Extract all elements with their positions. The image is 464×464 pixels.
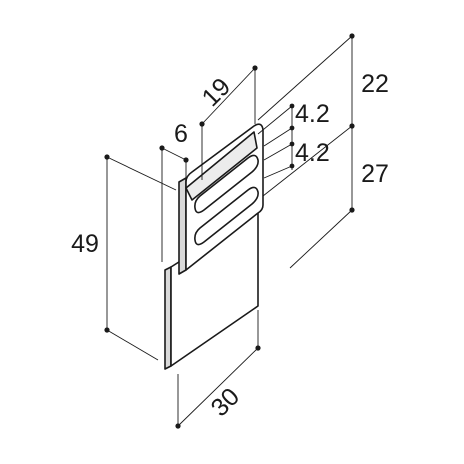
dim-30-line	[177, 347, 259, 427]
lower-plate-side	[164, 266, 172, 370]
dim-label-19: 19	[197, 73, 236, 112]
dim-19-line	[201, 67, 256, 125]
dim-6-line	[161, 147, 187, 161]
dim-label-30: 30	[206, 383, 245, 422]
slot-lower	[194, 186, 259, 246]
upper-tab	[185, 131, 258, 201]
slot-upper	[194, 154, 259, 214]
dim-label-4-2-upper: 4.2	[295, 100, 330, 128]
dimension-lines	[104, 33, 355, 429]
bracket-part	[164, 123, 264, 370]
dim-label-49: 49	[71, 230, 99, 258]
dim-label-4-2-lower: 4.2	[295, 139, 330, 167]
dim-label-27: 27	[361, 160, 389, 188]
dim-label-22: 22	[361, 70, 389, 98]
dim-label-6: 6	[174, 120, 188, 148]
upper-plate-side	[178, 177, 187, 275]
